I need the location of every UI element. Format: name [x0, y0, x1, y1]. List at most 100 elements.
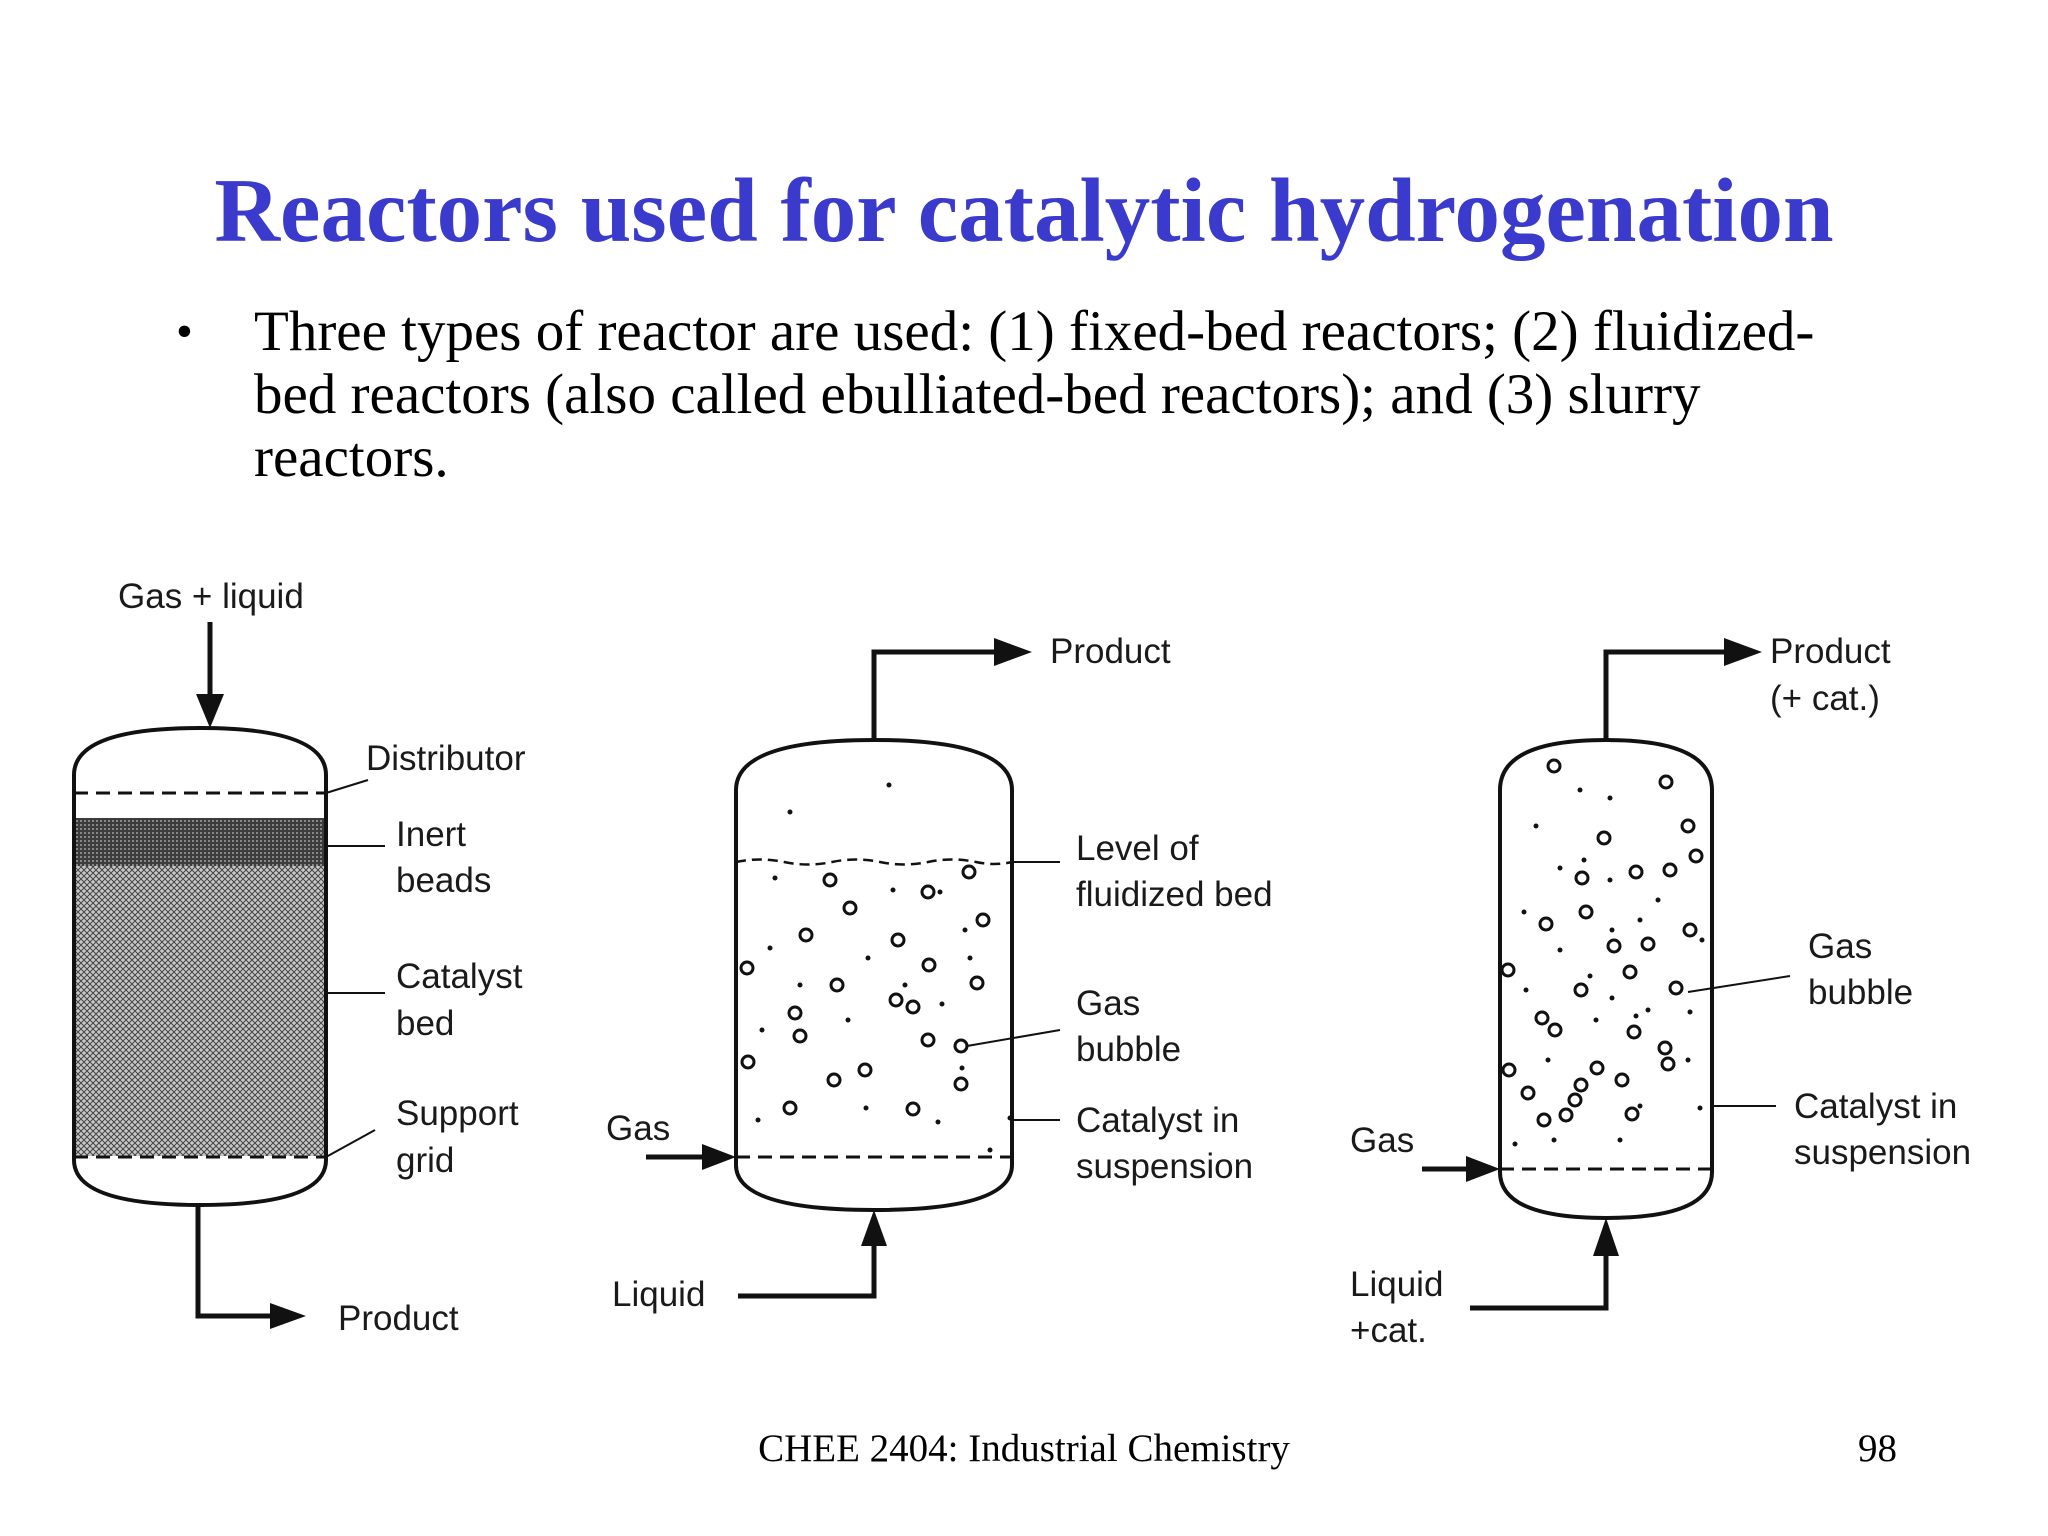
- bubble: [1546, 758, 1562, 774]
- bubble: [905, 999, 921, 1015]
- bubble: [1536, 1112, 1552, 1128]
- particle: [1637, 917, 1643, 923]
- bubble: [1500, 962, 1516, 978]
- bubble: [1558, 1107, 1574, 1123]
- catalyst-bed-label-1: Catalyst: [396, 957, 523, 996]
- bubble: [787, 1005, 803, 1021]
- catalyst-particles: [755, 782, 1013, 1153]
- particle: [1687, 1009, 1693, 1015]
- particle: [886, 782, 892, 788]
- particle: [1593, 1017, 1599, 1023]
- particle: [890, 887, 896, 893]
- product-label: Product: [1050, 632, 1171, 671]
- bubble: [1567, 1092, 1583, 1108]
- bubble: [1658, 774, 1674, 790]
- product-label-1: Product: [1770, 632, 1891, 671]
- bubble: [1688, 848, 1704, 864]
- bubble: [739, 960, 755, 976]
- bubble: [1657, 1040, 1673, 1056]
- bubble: [1538, 916, 1554, 932]
- particle: [1557, 947, 1563, 953]
- bullet-marker: •: [176, 305, 193, 358]
- bubble: [1501, 1062, 1517, 1078]
- bubble: [888, 992, 904, 1008]
- inert-beads-label-2: beads: [396, 861, 491, 900]
- liquid-inlet-label-2: +cat.: [1350, 1311, 1427, 1350]
- product-outlet: [1603, 638, 1762, 740]
- product-label: Product: [338, 1299, 459, 1338]
- particle: [1637, 1103, 1643, 1109]
- gas-bubbles: [739, 864, 991, 1117]
- bullet-text: Three types of reactor are used: (1) fix…: [254, 300, 1815, 489]
- particle: [1655, 897, 1661, 903]
- particle: [755, 1117, 761, 1123]
- bubble: [829, 977, 845, 993]
- catalyst-label-1: Catalyst in: [1794, 1087, 1957, 1126]
- bubble: [1640, 936, 1656, 952]
- particle: [1587, 973, 1593, 979]
- particle: [1633, 1013, 1639, 1019]
- particle: [935, 1119, 941, 1125]
- particle: [1512, 1141, 1518, 1147]
- particle: [962, 927, 968, 933]
- product-outlet: [871, 638, 1032, 740]
- bubble: [1573, 982, 1589, 998]
- bubble: [961, 864, 977, 880]
- liquid-inlet-label: Liquid: [612, 1275, 705, 1314]
- page-number: 98: [1858, 1427, 1897, 1470]
- particle: [759, 1027, 765, 1033]
- particle: [1607, 877, 1613, 883]
- bubble: [1680, 818, 1696, 834]
- level-label-2: fluidized bed: [1076, 875, 1273, 914]
- bubble: [921, 957, 937, 973]
- bubble: [1662, 862, 1678, 878]
- particle: [1645, 1007, 1651, 1013]
- particle: [845, 1017, 851, 1023]
- product-label-2: (+ cat.): [1770, 679, 1880, 718]
- gas-inlet-arrow: [646, 1144, 736, 1170]
- bubble: [1578, 904, 1594, 920]
- particle: [787, 809, 793, 815]
- catalyst-label-2: suspension: [1076, 1147, 1253, 1186]
- bubble-label-1: Gas: [1808, 927, 1872, 966]
- particle: [902, 982, 908, 988]
- level-label-1: Level of: [1076, 829, 1199, 868]
- bubble-leader: [1687, 975, 1791, 993]
- distributor-leader: [325, 779, 369, 794]
- particle: [1545, 1057, 1551, 1063]
- feed-label: Gas + liquid: [118, 577, 304, 616]
- liquid-inlet-arrow: [1470, 1218, 1619, 1311]
- catalyst-label-2: suspension: [1794, 1133, 1971, 1172]
- bubble: [740, 1054, 756, 1070]
- particle: [865, 955, 871, 961]
- particle: [1577, 787, 1583, 793]
- bubble: [822, 872, 838, 888]
- bubble: [1614, 1072, 1630, 1088]
- reactor-diagrams: Gas + liquid Product Distributor Inert b…: [72, 577, 1971, 1350]
- liquid-inlet-arrow: [738, 1210, 887, 1299]
- bubble: [1547, 1022, 1563, 1038]
- bubble: [1534, 1010, 1550, 1026]
- bubble-leader: [966, 1029, 1061, 1047]
- particle: [959, 1065, 965, 1071]
- particle: [1685, 1057, 1691, 1063]
- bubble: [792, 1028, 808, 1044]
- support-grid-label-2: grid: [396, 1141, 454, 1180]
- particle: [772, 875, 778, 881]
- footer-course: CHEE 2404: Industrial Chemistry: [758, 1427, 1290, 1470]
- catalyst-bed: [74, 866, 326, 1156]
- bubble: [890, 932, 906, 948]
- distributor-label: Distributor: [366, 739, 526, 778]
- bubble: [1589, 1060, 1605, 1076]
- bubble: [953, 1038, 969, 1054]
- bubble: [1660, 1056, 1676, 1072]
- catalyst-bed-label-2: bed: [396, 1004, 454, 1043]
- bubble: [975, 912, 991, 928]
- particle: [1609, 927, 1615, 933]
- catalyst-label-1: Catalyst in: [1076, 1101, 1239, 1140]
- vessel-shell: [734, 737, 1014, 1213]
- particle: [1551, 1137, 1557, 1143]
- slurry-reactor: Product (+ cat.) Gas Liquid +cat. Gas bu…: [1350, 632, 1971, 1350]
- particle: [1007, 1115, 1013, 1121]
- catalyst-particles: [1512, 787, 1705, 1147]
